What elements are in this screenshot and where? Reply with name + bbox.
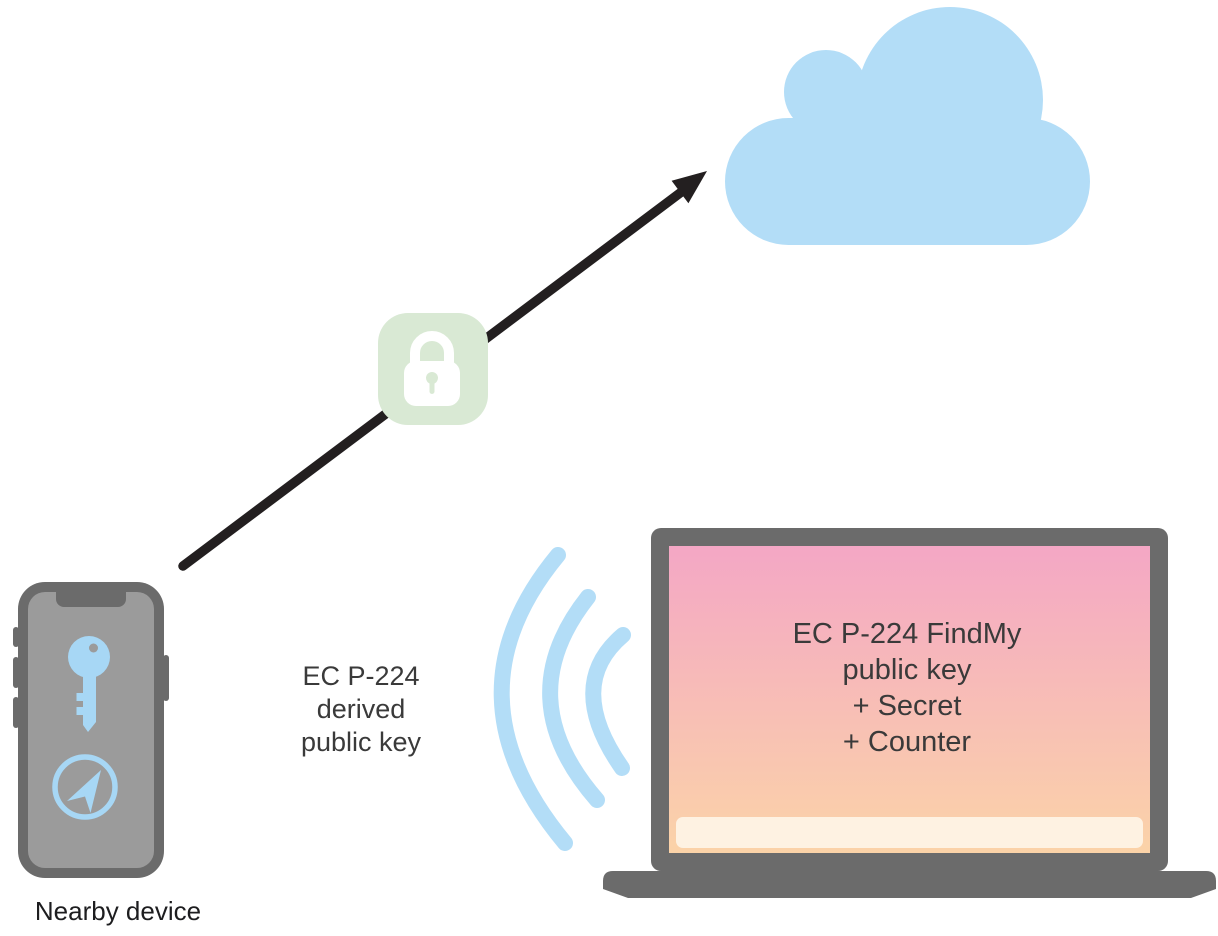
phone-side-button bbox=[13, 657, 19, 688]
derived-key-label-line: EC P-224 bbox=[302, 661, 420, 691]
phone-icon bbox=[13, 582, 169, 878]
laptop-screen bbox=[669, 546, 1150, 853]
location-arrow-icon bbox=[52, 754, 118, 820]
phone-notch bbox=[56, 592, 126, 607]
lock-keyhole bbox=[426, 372, 438, 384]
laptop-screen-text: EC P-224 FindMy public key + Secret + Co… bbox=[707, 616, 1107, 760]
location-circle bbox=[52, 754, 118, 820]
lock-keyhole-stem bbox=[429, 381, 435, 394]
location-plane bbox=[67, 770, 101, 813]
phone-side-button bbox=[13, 697, 19, 728]
key-icon bbox=[68, 636, 110, 732]
derived-key-label-line: public key bbox=[300, 727, 422, 757]
laptop-icon bbox=[603, 528, 1216, 898]
broadcast-wave-medium bbox=[542, 589, 605, 808]
laptop-base bbox=[603, 871, 1216, 898]
cloud-base bbox=[725, 118, 1090, 245]
phone-screen bbox=[28, 592, 154, 868]
key-shaft bbox=[76, 672, 96, 732]
laptop-screen-text-line: + Counter bbox=[842, 726, 972, 758]
key-hole bbox=[89, 643, 98, 653]
upload-arrow-head bbox=[671, 171, 707, 204]
laptop-screen-text-line: EC P-224 FindMy bbox=[792, 618, 1022, 650]
lock-icon bbox=[404, 331, 460, 406]
laptop-screen-text-line: public key bbox=[842, 654, 972, 686]
phone-side-button bbox=[13, 627, 19, 647]
lock-badge bbox=[378, 313, 488, 425]
laptop-screen-band bbox=[676, 817, 1143, 848]
phone-label: Nearby device bbox=[34, 896, 202, 926]
key-head bbox=[68, 636, 110, 678]
derived-key-label: EC P-224 derived public key bbox=[261, 660, 461, 759]
broadcast-waves-icon bbox=[493, 547, 631, 851]
lock-shackle bbox=[410, 331, 454, 368]
cloud-icon bbox=[725, 7, 1090, 245]
phone-side-button bbox=[163, 655, 169, 701]
cloud-left-lobe bbox=[784, 50, 868, 134]
laptop-screen-text-line: + Secret bbox=[852, 690, 962, 722]
broadcast-wave-small bbox=[585, 627, 631, 776]
derived-key-label-line: derived bbox=[316, 694, 406, 724]
broadcast-wave-large bbox=[493, 547, 573, 851]
